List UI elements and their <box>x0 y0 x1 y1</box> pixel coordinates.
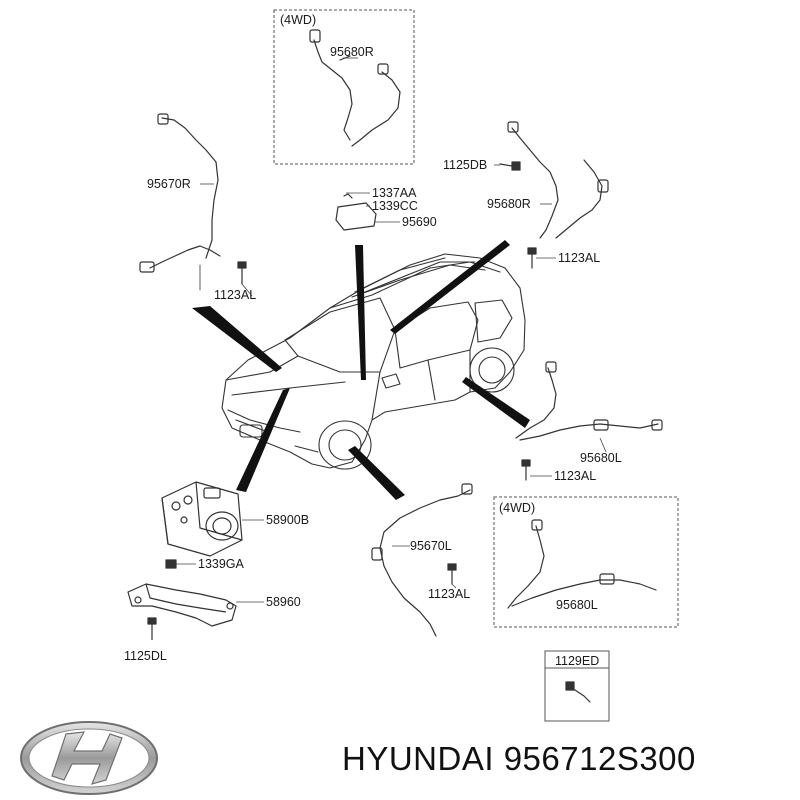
box-4wd-top <box>273 9 415 165</box>
footer-brand-part: HYUNDAI 956712S300 <box>342 740 696 778</box>
label-1123AL-right: 1123AL <box>558 251 601 265</box>
label-95680L-box: 95680L <box>556 598 598 612</box>
leader-lines <box>176 57 607 603</box>
leader-wedge-rear-right <box>390 240 510 334</box>
leader-wedge-rear-left <box>462 377 530 428</box>
label-95680R-right: 95680R <box>487 197 531 211</box>
label-95690: 95690 <box>402 215 437 229</box>
label-1339GA: 1339GA <box>198 557 244 571</box>
sensor-harnesses <box>139 29 663 703</box>
label-4wd-bottom-box: (4WD) <box>499 501 536 515</box>
label-95680R-top: 95680R <box>330 45 374 59</box>
hyundai-logo-icon <box>20 721 158 795</box>
brand-name: HYUNDAI <box>342 740 495 777</box>
label-58960: 58960 <box>266 595 301 609</box>
leader-wedge-front-left <box>192 306 282 372</box>
label-1337AA: 1337AA <box>372 186 417 200</box>
label-95670L: 95670L <box>410 539 452 553</box>
label-95680L-right: 95680L <box>580 451 622 465</box>
vehicle-illustration <box>221 253 526 470</box>
box-4wd-bottom <box>493 496 679 628</box>
box-1129ED <box>544 650 610 722</box>
label-4wd-top-box: (4WD) <box>280 13 317 27</box>
leader-wedge-abs <box>236 388 290 492</box>
label-1125DB: 1125DB <box>443 158 488 172</box>
leader-wedges <box>192 240 530 500</box>
label-1123AL-bottom: 1123AL <box>428 587 471 601</box>
label-95670R: 95670R <box>147 177 191 191</box>
leader-wedge-sensor <box>355 245 366 380</box>
label-1129ED-title: 1129ED <box>555 654 600 668</box>
label-1339CC: 1339CC <box>372 199 418 213</box>
label-1123AL-mid: 1123AL <box>554 469 597 483</box>
label-1123AL-left: 1123AL <box>214 288 257 302</box>
label-1125DL: 1125DL <box>124 649 167 663</box>
label-58900B: 58900B <box>266 513 310 527</box>
abs-modulator <box>127 481 243 640</box>
part-number: 956712S300 <box>503 740 696 777</box>
leader-wedge-front-right <box>348 446 405 500</box>
